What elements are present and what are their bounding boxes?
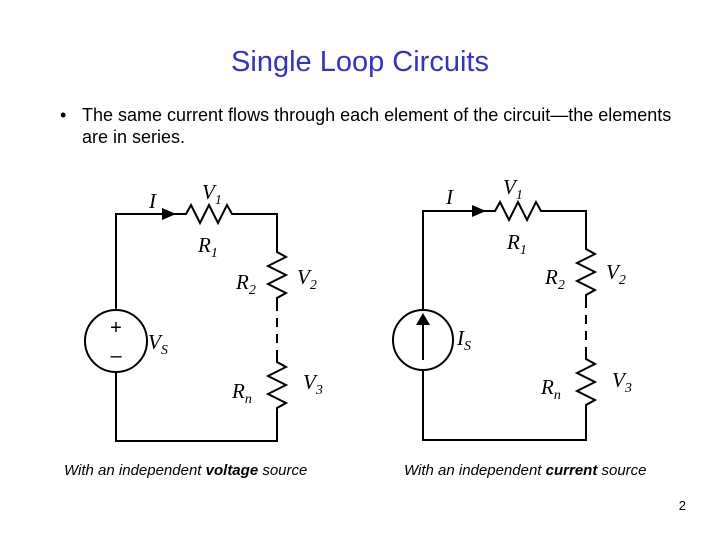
bullet-point: • The same current flows through each el… <box>60 104 680 148</box>
right-current-label: I <box>445 185 454 209</box>
left-current-label: I <box>148 189 157 213</box>
left-r2-resistor <box>265 246 289 302</box>
left-caption-bold: voltage <box>205 462 259 479</box>
right-circuit-wires <box>422 210 587 441</box>
left-circuit-wires <box>115 213 278 442</box>
left-rn-label: Rn <box>231 379 252 407</box>
left-caption-suffix: source <box>258 462 308 479</box>
left-voltage-source-circle <box>84 309 148 373</box>
right-current-source-circle <box>392 309 454 371</box>
right-r2-resistor <box>574 243 598 299</box>
right-v2-label: V2 <box>606 260 626 288</box>
right-v3-label: V3 <box>612 368 632 396</box>
bullet-dot: • <box>60 105 67 125</box>
left-caption: With an independent voltage source <box>64 462 307 479</box>
slide-title: Single Loop Circuits <box>231 46 489 78</box>
left-r2-label: R2 <box>235 270 256 298</box>
left-v1-label: V1 <box>202 180 222 208</box>
bullet-text: The same current flows through each elem… <box>82 105 672 147</box>
right-up-arrow-icon <box>416 313 430 325</box>
right-caption: With an independent current source <box>404 462 647 479</box>
left-rn-resistor <box>265 356 289 414</box>
left-v3-label: V3 <box>303 370 323 398</box>
right-r1-resistor <box>486 199 546 223</box>
right-r1-label: R1 <box>506 230 527 258</box>
left-r1-label: R1 <box>197 233 218 261</box>
left-v2-label: V2 <box>297 265 317 293</box>
right-caption-bold: current <box>545 462 598 479</box>
right-rn-resistor <box>574 353 598 410</box>
right-r2-label: R2 <box>544 265 565 293</box>
right-rn-label: Rn <box>540 375 561 403</box>
left-r1-resistor <box>176 202 236 226</box>
right-source-label: IS <box>456 326 471 354</box>
right-current-arrow-icon <box>472 205 486 217</box>
right-caption-prefix: With an independent <box>404 462 546 479</box>
left-current-arrow-icon <box>162 208 176 220</box>
page-number: 2 <box>678 498 686 513</box>
right-caption-suffix: source <box>597 462 647 479</box>
left-source-label: VS <box>148 330 168 358</box>
plus-sign-icon: + <box>110 317 122 339</box>
right-v1-label: V1 <box>503 175 523 203</box>
minus-sign-icon: – <box>110 345 122 367</box>
left-caption-prefix: With an independent <box>64 462 206 479</box>
